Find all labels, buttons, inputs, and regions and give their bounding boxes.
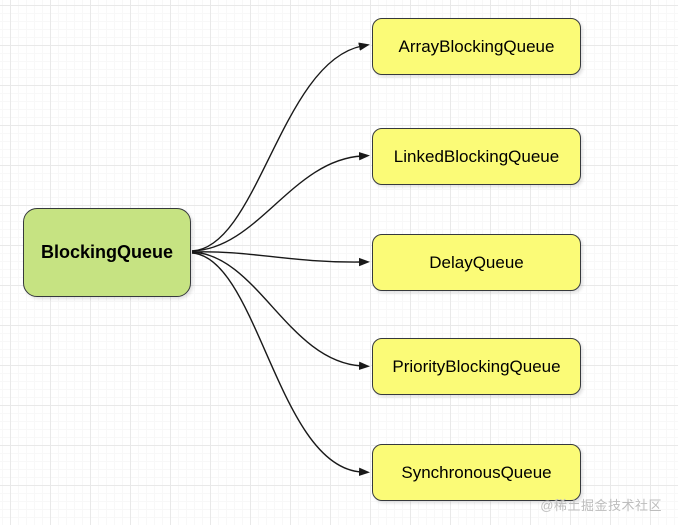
edge-to-delayqueue [191,251,370,267]
node-synchronousqueue-label: SynchronousQueue [401,462,552,482]
node-linkedblockingqueue-label: LinkedBlockingQueue [393,146,560,166]
node-priorityblockingqueue: PriorityBlockingQueue [372,338,581,395]
node-arrayblockingqueue-label: ArrayBlockingQueue [398,36,555,56]
node-priorityblockingqueue-label: PriorityBlockingQueue [392,356,561,376]
node-synchronousqueue: SynchronousQueue [372,444,581,501]
node-delayqueue-label: DelayQueue [429,252,524,272]
node-blockingqueue: BlockingQueue [23,208,191,297]
node-linkedblockingqueue: LinkedBlockingQueue [372,128,581,185]
watermark: @稀土掘金技术社区 [540,498,662,513]
edge-to-arrayblockingqueue [191,42,370,252]
node-blockingqueue-label: BlockingQueue [40,242,174,262]
edge-to-synchronousqueue [191,252,370,477]
node-delayqueue: DelayQueue [372,234,581,291]
node-arrayblockingqueue: ArrayBlockingQueue [372,18,581,75]
edge-to-linkedblockingqueue [191,151,370,252]
edge-to-priorityblockingqueue [191,251,370,371]
